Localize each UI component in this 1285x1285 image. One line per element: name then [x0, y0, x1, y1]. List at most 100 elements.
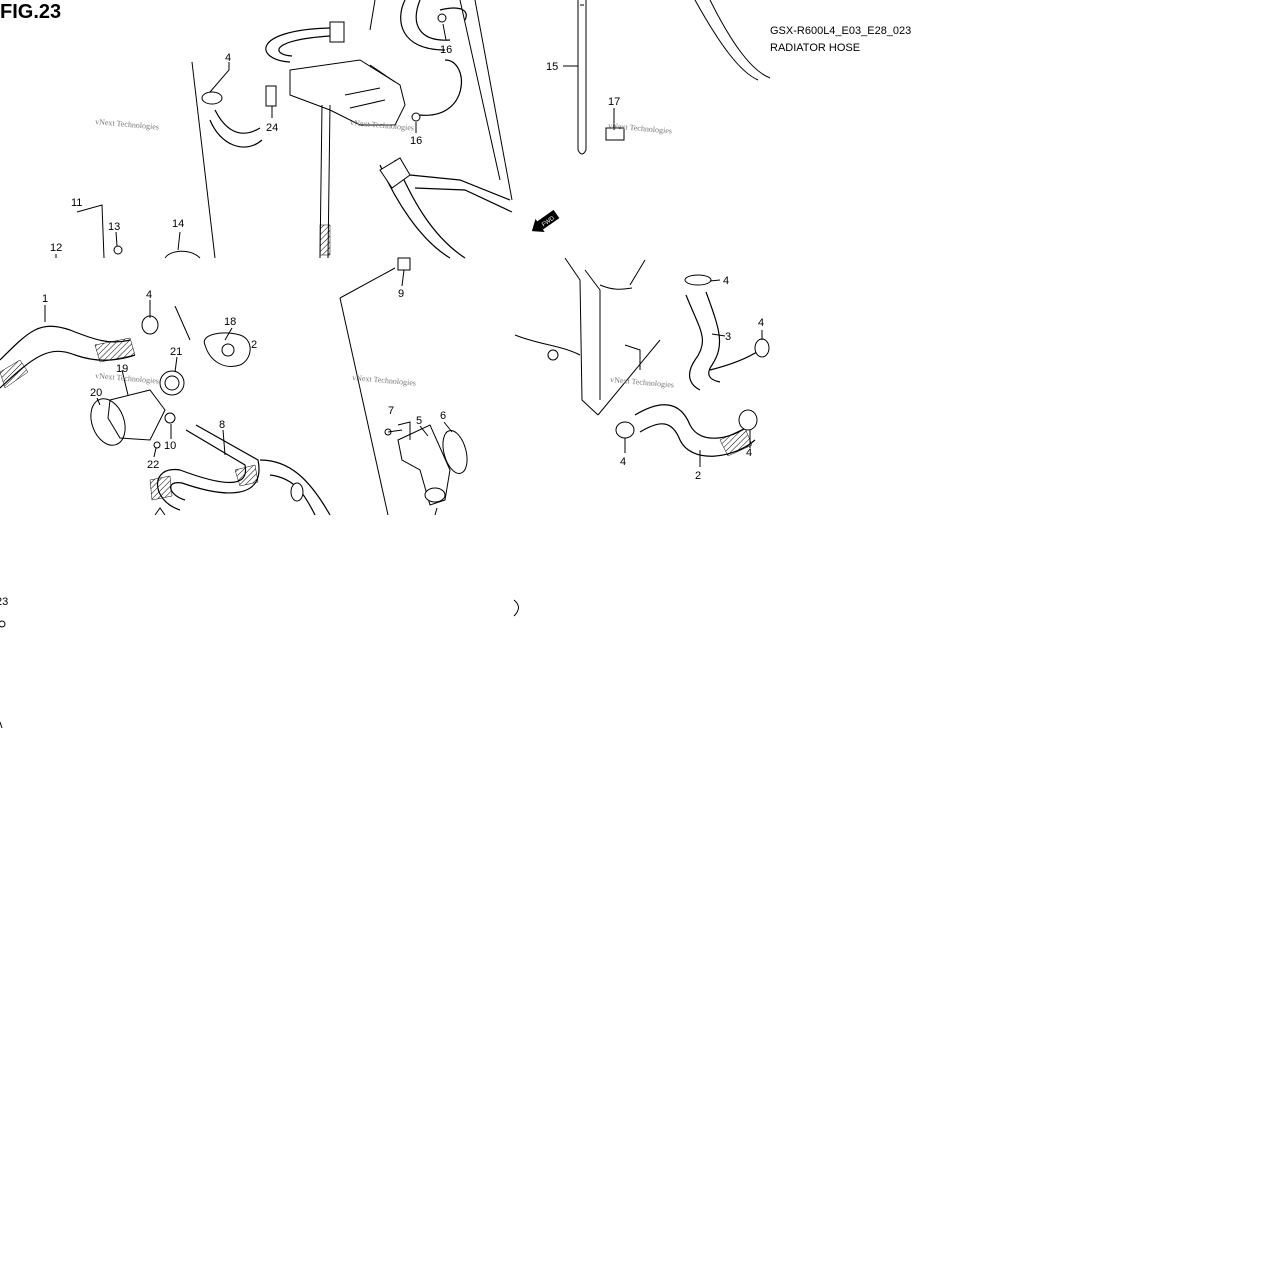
model-code: GSX-R600L4_E03_E28_023: [770, 25, 911, 37]
reservoir-hose: [265, 27, 331, 63]
radiator-hose-assembly: [514, 257, 770, 457]
clamp-16-mid: [411, 112, 421, 122]
callout-4-right: 4: [758, 317, 764, 329]
upper-assembly: FWD: [55, 0, 771, 271]
clip-17: [605, 127, 625, 141]
inlet-union-5: [397, 424, 451, 506]
callout-12: 12: [50, 242, 62, 254]
reservoir-hose-inner: [278, 35, 331, 57]
clamp-4-right: [754, 338, 770, 358]
pipe-joint: [290, 482, 304, 502]
hose-8-inner: [170, 424, 260, 501]
callout-7: 7: [388, 405, 394, 417]
upper-hose-a-inner: [415, 0, 451, 41]
thermostat-cover-outlet: [221, 343, 235, 357]
callout-9: 9: [398, 288, 404, 300]
hose-3-inner: [705, 291, 721, 383]
callout-17: 17: [608, 96, 620, 108]
callout-1: 1: [42, 293, 48, 305]
plate-24: [265, 85, 277, 107]
callout-4-mid: 4: [146, 289, 152, 301]
hose-clamp-4: [141, 315, 159, 335]
inlet-stub: [434, 507, 438, 516]
callout-18: 18: [224, 316, 236, 328]
frame-line-left: [191, 61, 216, 259]
callout-3: 3: [725, 331, 731, 343]
callout-14: 14: [172, 218, 184, 230]
reservoir-tank: [289, 59, 406, 126]
frame-line-mid: [339, 267, 396, 299]
guide-line: [174, 305, 191, 341]
callout-2-center: 2: [251, 339, 257, 351]
bracket-pipe-inner: [414, 187, 513, 213]
upper-hose-c: [419, 59, 463, 116]
callout-4-bottom-right: 4: [746, 447, 752, 459]
bracket-pipe: [409, 174, 511, 201]
hose-8-hatch: [234, 464, 259, 487]
callout-13: 13: [108, 221, 120, 233]
o-ring-6: [442, 430, 468, 474]
callout-19: 19: [116, 363, 128, 375]
radiator-top-line: [629, 259, 646, 286]
left-hose: [214, 109, 261, 134]
watermark-1: vNext Technologies: [95, 117, 159, 132]
callout-11: 11: [71, 197, 82, 209]
watermark-2: vNext Technologies: [350, 118, 414, 133]
radiator-outline-2: [584, 269, 601, 400]
callout-labels: 1 2 2 3 4 4 4 4 4 4 5 6 7 8 9 10 11 12 1…: [0, 44, 764, 608]
thermostat-housing-19: [107, 389, 166, 441]
radiator-tab: [624, 344, 641, 370]
watermark-4: vNext Technologies: [95, 371, 159, 386]
thermostat-21-inner: [164, 375, 180, 391]
callout-6: 6: [440, 410, 446, 422]
leader-7-bracket: [397, 421, 411, 440]
watermark-5: vNext Technologies: [352, 373, 416, 388]
radiator-side: [514, 334, 581, 356]
radiator-top: [599, 284, 633, 290]
watermark-6: vNext Technologies: [610, 375, 674, 390]
hose-2-hatch: [719, 427, 753, 457]
top-right-curve-inner: [694, 0, 759, 81]
clip-9: [397, 257, 411, 271]
callout-16-top: 16: [440, 44, 452, 56]
figure-title: FIG.23: [0, 1, 61, 23]
fwd-arrow: FWD: [531, 209, 560, 232]
edge-mark-2: [513, 599, 519, 617]
callout-15: 15: [546, 61, 558, 73]
frame-line-2: [474, 0, 513, 201]
clamp-4-top: [684, 274, 712, 286]
pipe-end-left: [154, 507, 166, 516]
bolt-22: [153, 441, 161, 449]
callout-21: 21: [170, 346, 182, 358]
hose-14: [164, 250, 201, 259]
o-ring-20: [90, 398, 126, 446]
inlet-union-outlet: [424, 487, 446, 503]
radiator-diag: [597, 339, 661, 416]
pipe-bottom: [259, 459, 331, 516]
clamp-16-top: [437, 13, 447, 23]
top-right-curve: [709, 0, 771, 79]
frame-line-mid-2: [339, 297, 389, 516]
clamp-10: [164, 412, 176, 424]
hose-clamp-left: [201, 91, 223, 105]
bolt-13: [113, 245, 123, 255]
radiator-boss: [547, 349, 559, 361]
callout-20: 20: [90, 387, 102, 399]
edge-mark: [0, 721, 3, 729]
overflow-tube-hatch: [319, 224, 331, 256]
bolt-23: [0, 620, 6, 628]
long-tube-15-end: [577, 149, 587, 155]
clamp-4-left: [615, 421, 635, 439]
leader-lines: [44, 23, 763, 467]
left-hose-inner: [209, 119, 263, 148]
callout-22: 22: [147, 459, 159, 471]
upper-hose-a: [400, 0, 446, 51]
hose-3: [685, 294, 704, 391]
radiator-outline: [564, 257, 599, 416]
callout-10: 10: [164, 440, 176, 452]
bolt-7-shaft: [387, 429, 403, 433]
hose-1-hatch-b: [94, 337, 136, 363]
frame-line-1: [459, 0, 501, 181]
callout-4-top: 4: [225, 52, 231, 64]
reservoir-tank-ribs: [344, 64, 396, 109]
